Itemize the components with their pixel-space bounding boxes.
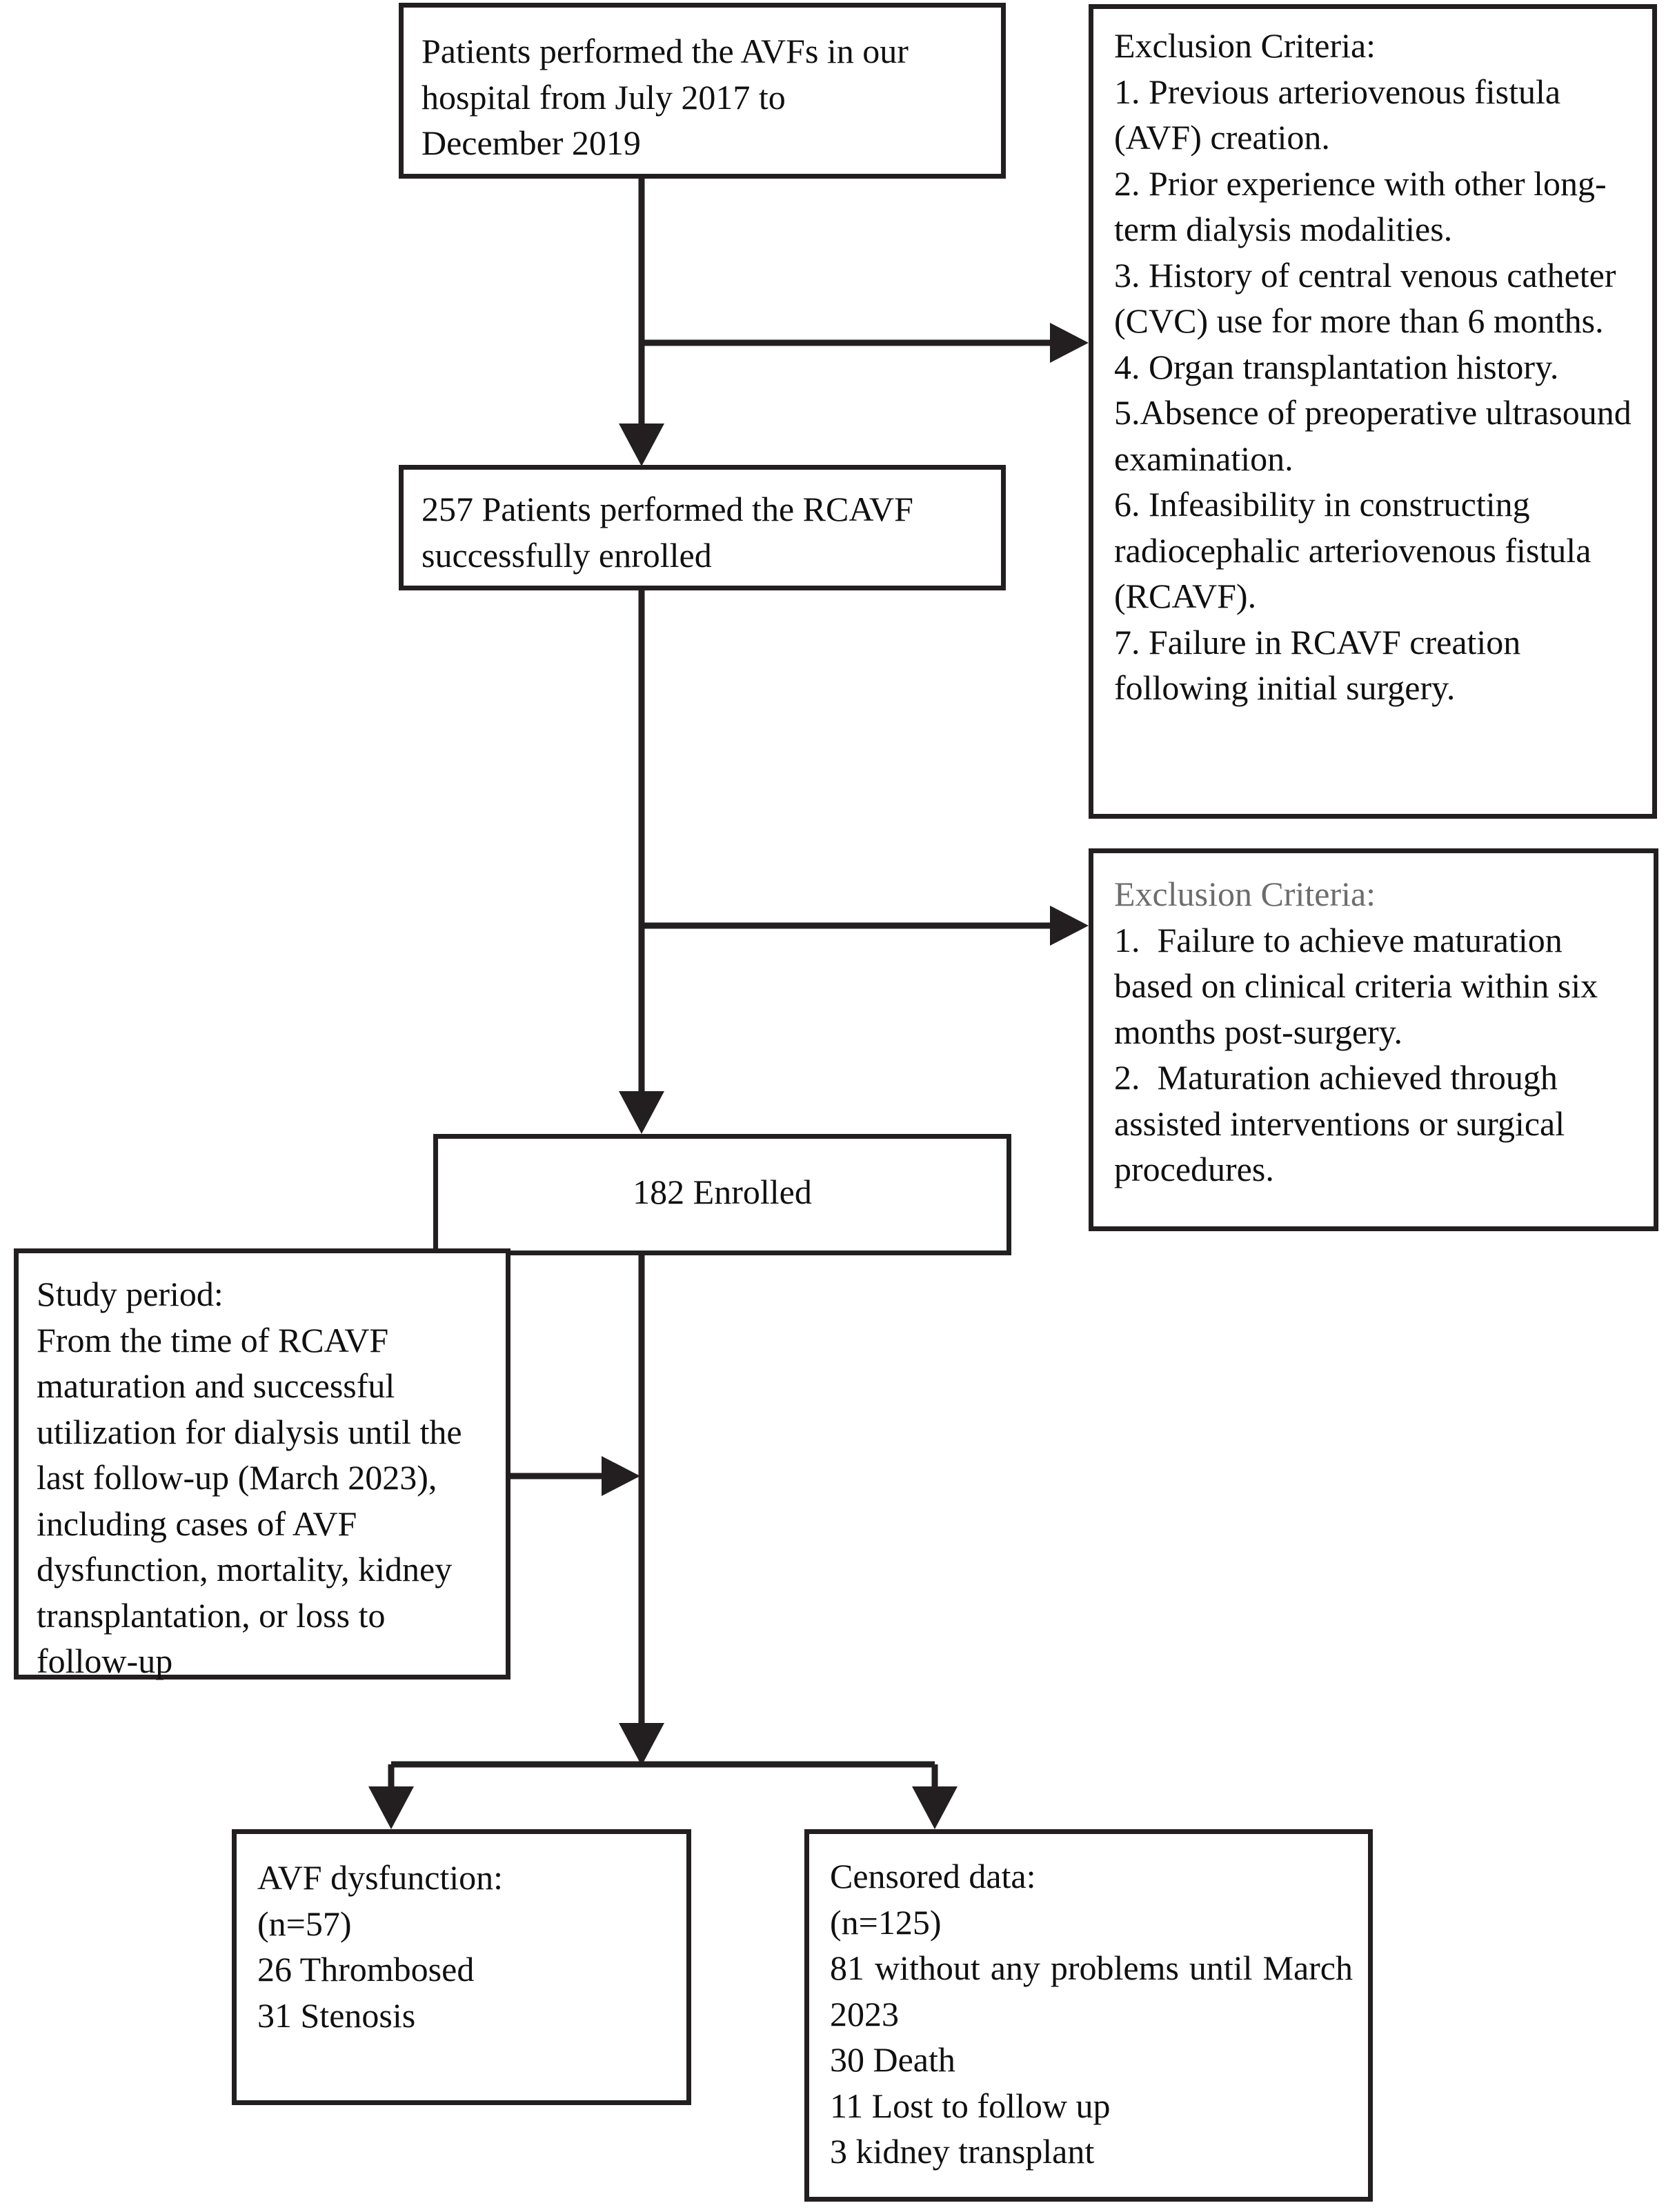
censored-data-count: (n=125) [830, 1902, 942, 1942]
exclusion-criteria-1-item-6: 6. Infeasibility in constructing radioce… [1114, 485, 1600, 615]
study-period-body: From the time of RCAVF maturation and su… [37, 1320, 471, 1681]
arrowhead-to-257 [619, 424, 664, 466]
censored-data-breakdown-2: 30 Death [830, 2040, 955, 2079]
arrowhead-to-exclusion1 [1050, 323, 1089, 363]
exclusion-criteria-1-item-3: 3. History of central venous catheter (C… [1114, 255, 1625, 341]
node-censored-data: Censored data: (n=125) 81 without any pr… [804, 1829, 1373, 2202]
avf-dysfunction-count: (n=57) [257, 1904, 352, 1943]
node-study-period: Study period: From the time of RCAVF mat… [14, 1248, 510, 1680]
censored-data-breakdown-3: 11 Lost to follow up [830, 2086, 1111, 2125]
arrowhead-to-trunk [602, 1456, 640, 1496]
censored-data-heading: Censored data: [830, 1857, 1036, 1895]
exclusion-criteria-2-heading: Exclusion Criteria: [1114, 875, 1376, 913]
arrowhead-to-split [619, 1723, 664, 1766]
enrolled-257-line-1: 257 Patients performed the RCAVF [422, 490, 913, 528]
arrowhead-to-dysfunction [368, 1786, 414, 1829]
study-period-text: Study period: From the time of RCAVF mat… [19, 1253, 506, 1691]
enrolled-182-label: 182 Enrolled [633, 1173, 812, 1211]
arrowhead-to-exclusion2 [1050, 906, 1089, 946]
source-cohort-line-3: December 2019 [422, 123, 641, 162]
node-exclusion-criteria-1: Exclusion Criteria: 1. Previous arteriov… [1089, 4, 1657, 819]
exclusion-criteria-2-text: Exclusion Criteria: 1. Failure to achiev… [1093, 853, 1654, 1199]
censored-data-text: Censored data: (n=125) 81 without any pr… [809, 1834, 1368, 2182]
source-cohort-line-2: hospital from July 2017 to [422, 77, 786, 117]
avf-dysfunction-heading: AVF dysfunction: [257, 1858, 504, 1897]
arrowhead-to-censored [912, 1786, 958, 1829]
enrolled-257-line-2: successfully enrolled [422, 535, 712, 575]
avf-dysfunction-breakdown-2: 31 Stenosis [257, 1995, 416, 2035]
exclusion-criteria-1-item-4: 4. Organ transplantation history. [1114, 347, 1559, 386]
avf-dysfunction-breakdown-1: 26 Thrombosed [257, 1950, 475, 1989]
avf-dysfunction-text: AVF dysfunction: (n=57) 26 Thrombosed 31… [237, 1834, 686, 2045]
censored-data-breakdown-4: 3 kidney transplant [830, 2132, 1095, 2171]
node-exclusion-criteria-2: Exclusion Criteria: 1. Failure to achiev… [1089, 848, 1658, 1231]
source-cohort-line-1: Patients performed the AVFs in our [422, 32, 909, 70]
exclusion-criteria-1-item-7: 7. Failure in RCAVF creation following i… [1114, 622, 1529, 708]
exclusion-criteria-1-heading: Exclusion Criteria: [1114, 26, 1376, 65]
node-source-cohort: Patients performed the AVFs in our hospi… [399, 3, 1006, 179]
exclusion-criteria-2-item-2: 2. Maturation achieved through assisted … [1114, 1058, 1574, 1188]
node-enrolled-257: 257 Patients performed the RCAVF success… [399, 465, 1006, 590]
arrowhead-to-182 [619, 1091, 664, 1134]
exclusion-criteria-2-item-1: 1. Failure to achieve maturation based o… [1114, 920, 1607, 1051]
node-enrolled-182: 182 Enrolled [433, 1134, 1011, 1255]
node-avf-dysfunction: AVF dysfunction: (n=57) 26 Thrombosed 31… [232, 1829, 691, 2105]
source-cohort-text: Patients performed the AVFs in our hospi… [404, 8, 1001, 181]
enrolled-257-text: 257 Patients performed the RCAVF success… [404, 470, 1001, 593]
exclusion-criteria-1-item-1: 1. Previous arteriovenous fistula (AVF) … [1114, 72, 1569, 157]
censored-data-breakdown-1: 81 without any problems until March 2023 [830, 1949, 1362, 2033]
enrolled-182-text: 182 Enrolled [438, 1139, 1006, 1230]
study-period-heading: Study period: [37, 1275, 224, 1313]
exclusion-criteria-1-text: Exclusion Criteria: 1. Previous arteriov… [1093, 9, 1652, 718]
exclusion-criteria-1-item-2: 2. Prior experience with other long-term… [1114, 163, 1607, 249]
exclusion-criteria-1-item-5: 5.Absence of preoperative ultrasound exa… [1114, 393, 1640, 478]
